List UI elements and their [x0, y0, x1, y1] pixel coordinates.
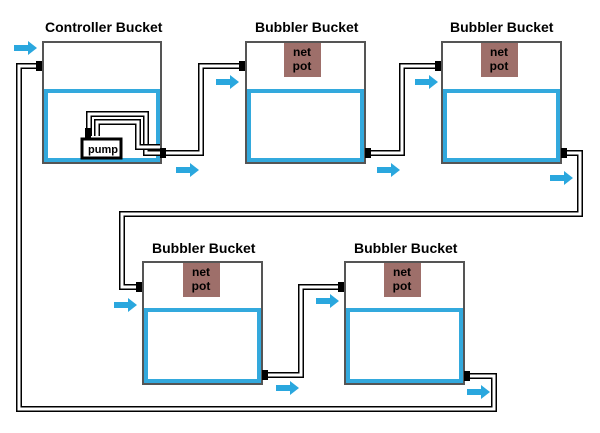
flow-arrow-icon [467, 385, 490, 399]
controller-bucket-title: Controller Bucket [45, 19, 163, 35]
pump: pump [80, 128, 123, 160]
bubbler-4-water-reservoir [346, 308, 463, 383]
net-pot-3 [183, 263, 220, 297]
controller-bucket: Controller Bucket pump [36, 19, 166, 164]
flow-arrows [14, 41, 573, 399]
net-pot-3-label-line1: net [192, 265, 210, 279]
bubbler-bucket-2-title: Bubbler Bucket [450, 19, 554, 35]
flow-arrow-icon [216, 75, 239, 89]
pump-label: pump [88, 144, 118, 156]
flow-arrow-icon [415, 75, 438, 89]
flow-arrow-icon [14, 41, 37, 55]
net-pot-4-label-line1: net [393, 265, 411, 279]
bubbler-3-outlet-fitting [262, 370, 268, 380]
net-pot-3-label-line2: pot [192, 279, 211, 293]
flow-arrow-icon [316, 294, 339, 308]
bubbler-bucket-1: Bubbler Bucket net pot [239, 19, 371, 164]
bubbler-3-water-reservoir [144, 308, 261, 383]
flow-arrow-icon [114, 298, 137, 312]
bubbler-1-water-reservoir [247, 89, 364, 162]
bubbler-2-inlet-fitting [435, 61, 441, 71]
pump-body [80, 137, 123, 160]
bubbler-bucket-3: Bubbler Bucket net pot [136, 240, 268, 385]
pipes [16, 63, 583, 412]
bubbler-1-inlet-fitting [239, 61, 245, 71]
controller-outlet-fitting [160, 148, 166, 158]
net-pot-2 [481, 43, 518, 77]
bubbler-bucket-1-title: Bubbler Bucket [255, 19, 359, 35]
net-pot-2-label-line2: pot [490, 59, 509, 73]
net-pot-4 [384, 263, 421, 297]
bubbler-1-outlet-fitting [365, 148, 371, 158]
flow-arrow-icon [276, 381, 299, 395]
flow-arrow-icon [377, 163, 400, 177]
controller-inlet-fitting [36, 61, 42, 71]
bubbler-2-water-reservoir [443, 89, 560, 162]
bubbler-4-outlet-fitting [464, 371, 470, 381]
net-pot-2-label-line1: net [490, 45, 508, 59]
bubbler-3-inlet-fitting [136, 282, 142, 292]
net-pot-1-label-line1: net [293, 45, 311, 59]
flow-arrow-icon [176, 163, 199, 177]
bubbler-bucket-2: Bubbler Bucket net pot [435, 19, 567, 164]
net-pot-4-label-line2: pot [393, 279, 412, 293]
bubbler-2-outlet-fitting [561, 148, 567, 158]
flow-arrow-icon [550, 171, 573, 185]
net-pot-1 [284, 43, 321, 77]
bubbler-4-inlet-fitting [338, 282, 344, 292]
bubbler-bucket-4: Bubbler Bucket net pot [338, 240, 470, 385]
bubbler-bucket-4-title: Bubbler Bucket [354, 240, 458, 256]
net-pot-1-label-line2: pot [293, 59, 312, 73]
bubbler-bucket-3-title: Bubbler Bucket [152, 240, 256, 256]
